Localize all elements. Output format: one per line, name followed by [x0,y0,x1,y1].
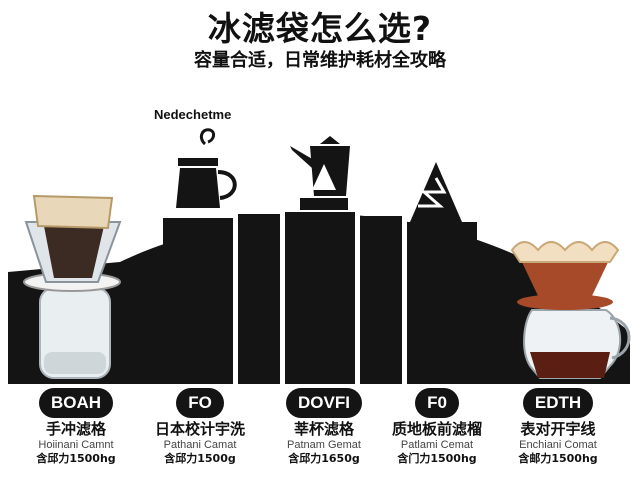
bar-column-2 [238,214,280,384]
page-title: 冰滤袋怎么选? [207,9,433,48]
product-card[interactable]: F0 质地板前滤榴 Patlami Cemat 含门力1500hg [373,388,501,465]
product-card[interactable]: DOVFI 莘杯滤格 Patnam Gemat 含邱力1650g [260,388,388,465]
product-name: 质地板前滤榴 [391,420,482,438]
product-badge[interactable]: FO [176,388,224,418]
product-subtitle: Patlami Cemat [400,439,474,451]
product-badge[interactable]: BOAH [38,388,114,418]
product-badge[interactable]: EDTH [522,388,594,418]
bar-column-5 [407,222,477,384]
product-card[interactable]: FO 日本校计宇洗 Pathani Camat 含邱力1500g [136,388,264,465]
product-spec: 含邱力1500g [164,452,236,465]
product-spec: 含邱力1650g [288,452,360,465]
product-subtitle: Hoiinani Camnt [38,439,114,451]
product-card[interactable]: BOAH 手冲滤格 Hoiinani Camnt 含邱力1500hg [12,388,140,465]
product-name: 莘杯滤格 [293,420,354,438]
product-image-wave-dripper [510,241,631,379]
product-badge[interactable]: F0 [415,388,459,418]
product-card[interactable]: EDTH 表对开宇线 Enchiani Comat 含邮力1500hg [494,388,622,465]
product-image-pour-over [23,194,122,379]
bar-column-4 [360,216,402,384]
product-subtitle: Pathani Camat [163,439,237,451]
product-subtitle: Patnam Gemat [287,439,361,451]
bar-column-3 [285,212,355,384]
product-spec: 含邮力1500hg [518,452,598,465]
product-subtitle: Enchiani Comat [519,439,597,451]
product-spec: 含门力1500hg [397,452,477,465]
product-name: 日本校计宇洗 [154,420,245,438]
bar-column-1 [163,218,233,384]
top-label: Nedechetme [154,107,232,122]
product-badge[interactable]: DOVFI [286,388,362,418]
product-name: 手冲滤格 [45,420,106,438]
page-subtitle: 容量合适，日常维护耗材全攻略 [194,50,446,71]
pyramid-filter-icon [410,162,462,222]
product-spec: 含邱力1500hg [36,452,116,465]
kettle-icon [176,128,237,208]
product-name: 表对开宇线 [520,420,596,438]
gooseneck-kettle-icon [290,136,350,210]
